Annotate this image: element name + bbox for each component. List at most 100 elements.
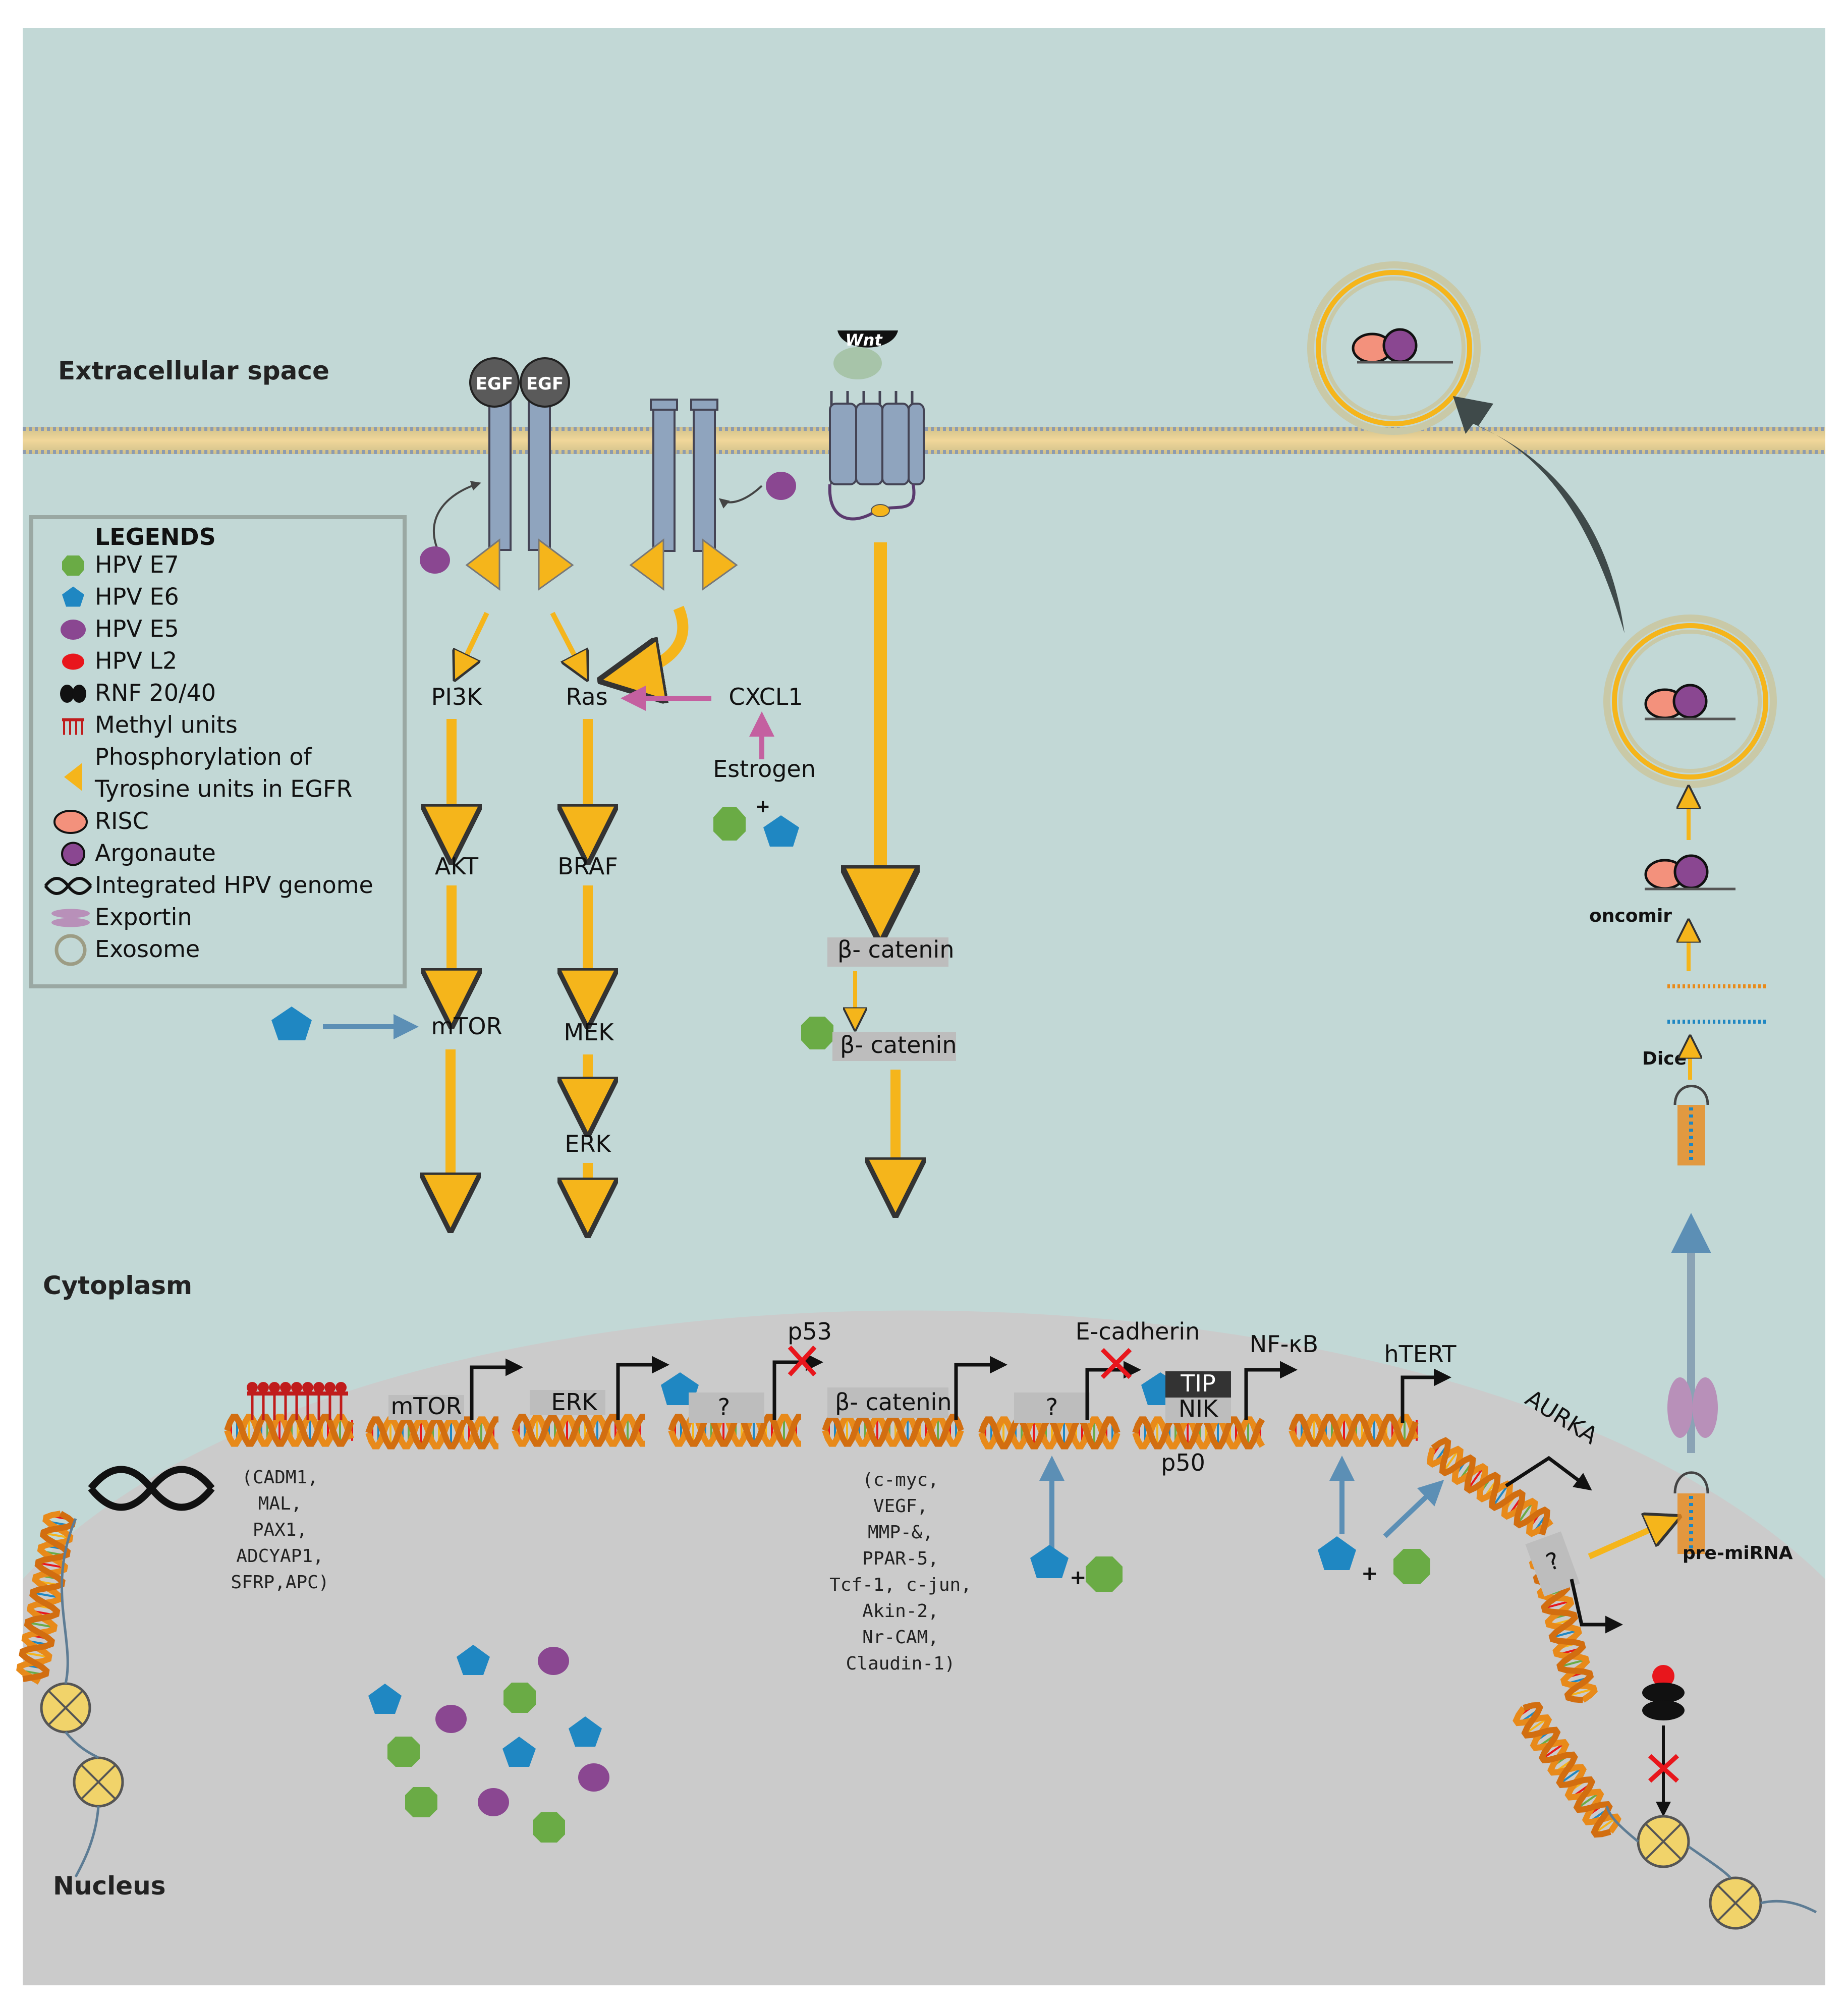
unknown-factor-box-2 [1014,1392,1090,1423]
erk-label: ERK [565,1130,611,1157]
braf-label: BRAF [557,853,618,880]
legend-label: Integrated HPV genome [95,871,373,899]
erk-promoter-label: ERK [551,1388,598,1416]
red-ellipse-icon [62,653,84,670]
rnf-40-icon [1642,1700,1685,1720]
legend-label: HPV L2 [95,647,177,675]
legend-label: Tyrosine units in EGFR [94,775,352,803]
hpv-e7-icon [503,1683,536,1713]
hpv-e6-icon [763,815,799,847]
unknown-factor-box-3 [1525,1531,1580,1597]
nucleus-label: Nucleus [53,1871,166,1901]
hpv-e6-icon [1318,1536,1356,1570]
nucleosome-left-top [40,1682,91,1734]
gene-name: PAX1, [253,1520,307,1540]
hpv-e6-icon [457,1645,490,1675]
legend-label: Phosphorylation of [95,743,312,770]
legend-item-red-ellipse: HPV L2 [62,647,177,675]
legend-item-none: Tyrosine units in EGFR [94,775,352,803]
akt-label: AKT [435,853,479,880]
hpv-e7-icon [1393,1549,1430,1584]
black-helix-icon [44,877,92,895]
blue-pentagon-icon [62,586,84,607]
p50-label: p50 [1161,1449,1205,1476]
gene-name: Tcf-1, c-jun, [829,1575,972,1595]
legend-label: Methyl units [95,711,238,739]
legend-item-green-octagon: HPV E7 [62,551,179,578]
chromatin-fiber-right [1605,1806,1817,1914]
beta-catenin-tss-arrow [954,1356,1007,1420]
exportin-icon [51,909,90,927]
beta-catenin-label-2: β- catenin [840,1031,957,1058]
green-octagon-icon [62,555,84,576]
hpv-oncoproteins-cluster [368,1645,609,1843]
gene-name: Akin-2, [862,1601,939,1622]
beta-catenin-box-2 [832,1032,956,1061]
cytoplasm-label: Cytoplasm [43,1271,192,1300]
hpv-e5-icon [420,546,450,574]
argonaute-icon [1673,854,1709,889]
legend-item-methyl-comb: Methyl units [62,711,238,739]
erk-promoter-box [530,1390,605,1415]
legend-item-pink-ellipse: RISC [53,807,149,834]
nik-label: NIK [1179,1395,1219,1422]
methyl-units-icon [247,1382,348,1420]
receptor-2 [629,399,738,591]
hpv-e5-icon [478,1788,509,1816]
mtor-promoter-label: mTOR [390,1392,462,1420]
legend-label: RISC [95,807,149,834]
oncomir-label: oncomir [1589,906,1672,926]
hpv-e7-icon [801,1017,833,1049]
e5-binding-arrow-left [433,481,481,553]
pi3k-label: PI3K [431,683,483,710]
frizzled-receptor: Wnt [828,330,925,521]
htert-label: hTERT [1384,1341,1457,1368]
hpv-e5-icon [766,472,796,500]
legend-label: Exosome [95,935,200,963]
mtor-promoter-box [388,1395,464,1420]
htert-tss-arrow [1401,1368,1451,1423]
legend-item-black-helix: Integrated HPV genome [44,871,373,899]
dicer-label: Dicer [1642,1048,1696,1069]
black-dimer-icon [60,685,86,703]
legend-item-black-dimer: RNF 20/40 [60,679,216,706]
dna-segment [16,1511,76,1685]
hpv-e7-icon [1086,1556,1123,1592]
nik-box [1165,1398,1231,1423]
wnt-label: Wnt [845,330,883,350]
legend-item-ring: Exosome [54,934,200,966]
gene-name: PPAR-5, [862,1548,939,1569]
extracellular-label: Extracellular space [58,356,329,385]
hpv-e5-icon [538,1647,569,1675]
legend-item-orange-triangle: Phosphorylation of [64,743,312,791]
egfr-to-ras-arrow [550,611,585,676]
plus-sign: + [1361,1562,1378,1585]
phospho-triangle-1-icon [465,538,500,591]
tip-label: TIP [1180,1370,1215,1397]
receptor2-to-ras-arrow [610,605,689,679]
legend-item-purple-ellipse: HPV E5 [61,615,179,642]
legend-label: Exportin [95,904,192,931]
pre-mirna-hairpin [1673,1471,1709,1554]
exportin-left-icon [1667,1377,1693,1438]
methyl-comb-icon [62,718,84,735]
gene-name: Nr-CAM, [862,1627,939,1648]
egf-ligand-right-icon [520,357,570,408]
hpv-e7-icon [713,807,746,841]
unknown-factor-box-1 [689,1392,764,1423]
purple-ellipse-icon [61,620,86,640]
plus-sign: + [1070,1566,1087,1589]
gene-name: MMP-&, [868,1522,933,1543]
hpv-e7-icon [405,1787,437,1817]
aurka-tss-arrow [1505,1456,1592,1491]
legend-title: LEGENDS [95,523,216,550]
legend-item-purple-circle: Argonaute [61,840,216,867]
exosome-release-arrow [1453,396,1625,633]
mtor-tss-arrow [470,1358,523,1420]
dna-segment [1289,1414,1419,1447]
rnf-20-icon [1642,1683,1685,1703]
dna-segment [1513,1702,1621,1838]
integrated-hpv-genome-icon [88,1466,215,1511]
dna-segment [1427,1437,1553,1537]
e-cadherin-label: E-cadherin [1076,1318,1200,1345]
